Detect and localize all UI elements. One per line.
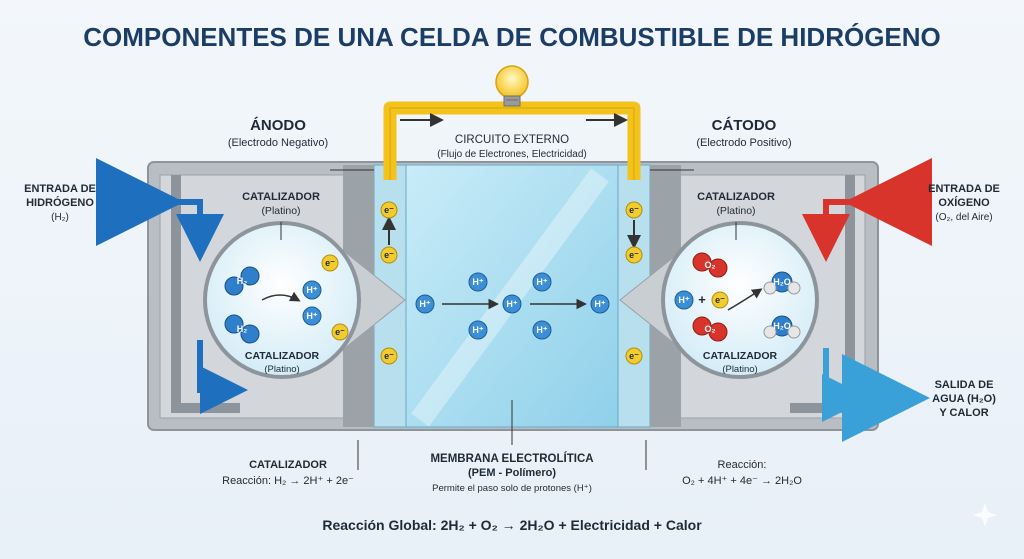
- electron: e⁻: [711, 291, 729, 309]
- reaction-arrow: [261, 291, 301, 302]
- electron: e⁻: [625, 246, 643, 264]
- global-reaction: Reacción Global: 2H₂ + O₂ → 2H₂O + Elect…: [322, 517, 702, 533]
- anode-reaction-text: Reacción: H₂ → 2H⁺ + 2e⁻: [222, 475, 354, 487]
- membrane-subtitle: (PEM - Polímero): [468, 467, 556, 479]
- hydrogen-inlet-label-1: ENTRADA DE: [24, 183, 96, 195]
- circuit-subtitle: (Flujo de Electrones, Electricidad): [437, 149, 587, 160]
- svg-text:e⁻: e⁻: [629, 351, 639, 361]
- anode-circle-platinum-label: (Platino): [264, 364, 299, 375]
- cathode-catalyst-label: CATALIZADOR: [697, 191, 775, 203]
- page-title: COMPONENTES DE UNA CELDA DE COMBUSTIBLE …: [83, 22, 941, 52]
- svg-text:H⁺: H⁺: [419, 299, 430, 309]
- water-molecule: H₂O: [763, 271, 801, 295]
- oxygen-inlet-label-2: OXÍGENO: [938, 196, 990, 209]
- electron: e⁻: [380, 246, 398, 264]
- cathode-circle-catalyst-label: CATALIZADOR: [703, 350, 778, 362]
- svg-text:H⁺: H⁺: [536, 325, 547, 335]
- electron: e⁻: [625, 201, 643, 219]
- svg-text:O₂: O₂: [705, 260, 716, 270]
- svg-text:H₂: H₂: [237, 276, 248, 286]
- light-bulb-icon: [495, 65, 529, 107]
- cathode-title: CÁTODO: [712, 117, 777, 134]
- anode-platinum-label: (Platino): [261, 205, 300, 217]
- svg-text:H⁺: H⁺: [472, 325, 483, 335]
- svg-text:e⁻: e⁻: [715, 295, 725, 305]
- proton: H⁺: [590, 294, 610, 314]
- proton: H⁺: [302, 306, 322, 326]
- cathode-circle-platinum-label: (Platino): [722, 364, 757, 375]
- electron: e⁻: [380, 201, 398, 219]
- water-outlet-label-3: Y CALOR: [939, 407, 988, 419]
- proton: H⁺: [468, 272, 488, 292]
- oxygen-flow-arrow: [802, 199, 850, 262]
- svg-text:e⁻: e⁻: [384, 351, 394, 361]
- cathode-platinum-label: (Platino): [716, 205, 755, 217]
- svg-text:H⁺: H⁺: [306, 285, 317, 295]
- hydrogen-inlet-label-2: HIDRÓGENO: [26, 196, 94, 209]
- anode-title: ÁNODO: [250, 117, 306, 134]
- hydrogen-molecule: H₂: [224, 314, 260, 344]
- svg-text:H⁺: H⁺: [306, 311, 317, 321]
- cathode-subtitle: (Electrodo Positivo): [696, 137, 791, 149]
- circuit-title: CIRCUITO EXTERNO: [455, 134, 569, 146]
- svg-text:e⁻: e⁻: [325, 258, 335, 268]
- hydrogen-inlet-label-3: (H₂): [51, 212, 69, 223]
- proton: H⁺: [302, 280, 322, 300]
- cathode-reaction-title: Reacción:: [718, 459, 767, 471]
- svg-text:H₂: H₂: [237, 324, 248, 334]
- sparkle-icon: [973, 503, 997, 527]
- svg-text:H⁺: H⁺: [678, 295, 689, 305]
- svg-text:H⁺: H⁺: [594, 299, 605, 309]
- svg-text:H⁺: H⁺: [472, 277, 483, 287]
- proton: H⁺: [532, 272, 552, 292]
- proton: H⁺: [532, 320, 552, 340]
- oxygen-molecule: O₂: [692, 252, 728, 278]
- proton: H⁺: [415, 294, 435, 314]
- proton: H⁺: [674, 290, 694, 310]
- oxygen-inlet-label-1: ENTRADA DE: [928, 183, 1000, 195]
- svg-text:e⁻: e⁻: [629, 250, 639, 260]
- hydrogen-molecule: H₂: [224, 266, 260, 296]
- water-outlet-label-2: AGUA (H₂O): [932, 393, 996, 405]
- svg-text:H⁺: H⁺: [536, 277, 547, 287]
- svg-text:H₂O: H₂O: [773, 321, 791, 331]
- electron: e⁻: [331, 323, 349, 341]
- svg-text:H⁺: H⁺: [506, 299, 517, 309]
- svg-text:e⁻: e⁻: [384, 205, 394, 215]
- electron: e⁻: [380, 347, 398, 365]
- plus-sign: +: [698, 292, 706, 307]
- hydrogen-exhaust-arrow: [197, 340, 248, 414]
- svg-text:e⁻: e⁻: [629, 205, 639, 215]
- proton: H⁺: [468, 320, 488, 340]
- membrane-title: MEMBRANA ELECTROLÍTICA: [430, 452, 593, 465]
- svg-text:e⁻: e⁻: [384, 250, 394, 260]
- cathode-reaction-text: O₂ + 4H⁺ + 4e⁻ → 2H₂O: [682, 475, 802, 487]
- anode-catalyst-label: CATALIZADOR: [242, 191, 320, 203]
- water-outlet-label-1: SALIDA DE: [935, 379, 994, 391]
- anode-circle-catalyst-label: CATALIZADOR: [245, 350, 320, 362]
- proton: H⁺: [502, 294, 522, 314]
- water-molecule: H₂O: [763, 315, 801, 339]
- anode-subtitle: (Electrodo Negativo): [228, 137, 328, 149]
- anode-reaction-title: CATALIZADOR: [249, 459, 327, 471]
- electron: e⁻: [321, 254, 339, 272]
- oxygen-inlet-label-3: (O₂, del Aire): [935, 212, 992, 223]
- electron: e⁻: [625, 347, 643, 365]
- svg-text:H₂O: H₂O: [773, 277, 791, 287]
- reaction-arrow: [727, 288, 763, 311]
- hydrogen-flow-arrow: [176, 199, 224, 262]
- membrane-note: Permite el paso solo de protones (H⁺): [432, 483, 592, 494]
- svg-text:O₂: O₂: [705, 324, 716, 334]
- svg-text:e⁻: e⁻: [335, 327, 345, 337]
- oxygen-molecule: O₂: [692, 316, 728, 342]
